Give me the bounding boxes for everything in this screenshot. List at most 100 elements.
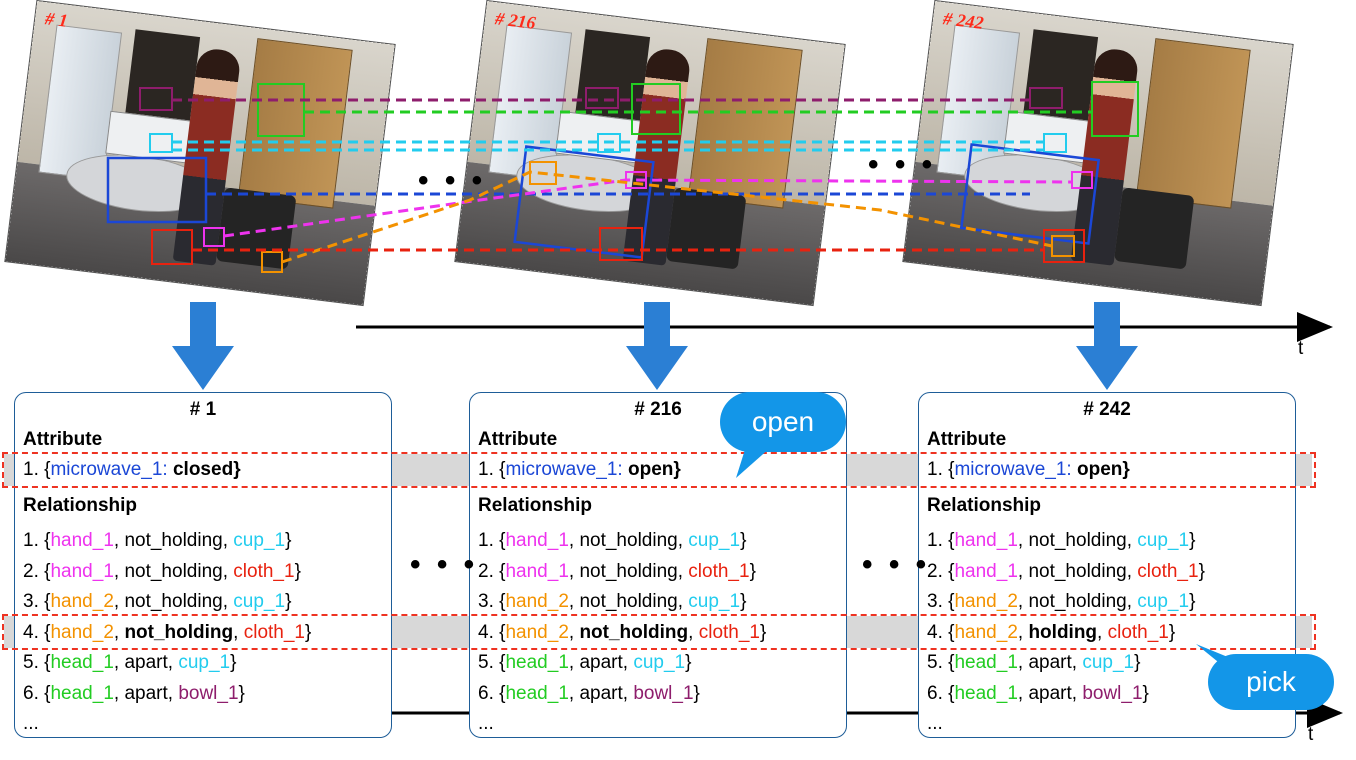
relation-index: 1. {: [478, 530, 506, 551]
relation-index: 1. {: [927, 530, 955, 551]
down-arrow: [1076, 302, 1138, 390]
relation-object: cup_1: [1082, 652, 1135, 674]
relation-row: 4. {hand_2, not_holding, cloth_1}: [23, 621, 312, 643]
relation-subject: hand_2: [50, 591, 114, 613]
panel-title: # 242: [1083, 399, 1131, 420]
relation-index: 3. {: [478, 591, 506, 613]
relation-predicate: apart: [579, 652, 623, 674]
relation-predicate: not_holding: [124, 560, 223, 582]
relation-subject: head_1: [50, 683, 114, 704]
attribute-change-box: [2, 452, 1316, 488]
relation-index: 3. {: [927, 591, 955, 613]
ellipsis-top: • • •: [868, 148, 937, 181]
relation-predicate: apart: [1028, 683, 1072, 704]
relation-predicate: apart: [1028, 652, 1072, 674]
relation-row: 1. {hand_1, not_holding, cup_1}: [23, 530, 292, 551]
relation-change-box: [2, 614, 1316, 650]
more-rows: ...: [927, 713, 943, 734]
relation-subject: head_1: [505, 652, 569, 674]
relation-object: cloth_1: [1107, 621, 1169, 643]
more-rows: ...: [478, 713, 494, 734]
cloth-box: [151, 229, 193, 265]
ellipsis-middle: • • •: [862, 548, 931, 581]
relation-subject: head_1: [505, 683, 569, 704]
relation-row: 6. {head_1, apart, bowl_1}: [478, 683, 700, 704]
more-rows: ...: [23, 713, 39, 734]
relation-row: 6. {head_1, apart, bowl_1}: [927, 683, 1149, 704]
relationship-header: Relationship: [478, 495, 593, 516]
relation-object: cloth_1: [688, 560, 750, 582]
relation-subject: hand_2: [954, 591, 1018, 613]
relation-predicate: not_holding: [1028, 591, 1127, 613]
relation-predicate: not_holding: [579, 621, 689, 643]
relation-predicate: not_holding: [124, 530, 223, 551]
relation-object: cup_1: [1137, 530, 1190, 551]
relation-predicate: holding: [1028, 621, 1098, 643]
attribute-header: Attribute: [927, 429, 1007, 450]
relation-object: cup_1: [233, 530, 286, 551]
relation-subject: head_1: [954, 683, 1018, 704]
relation-index: 2. {: [927, 560, 955, 582]
attribute-prefix: 1. {: [927, 459, 955, 480]
relation-object: cloth_1: [243, 621, 305, 643]
attribute-state: open: [1076, 459, 1123, 480]
relation-object: cloth_1: [1137, 560, 1199, 582]
relation-object: cloth_1: [233, 560, 295, 582]
relation-index: 4. {: [478, 621, 506, 643]
relation-row: 1. {hand_1, not_holding, cup_1}: [927, 530, 1196, 551]
relation-subject: hand_1: [50, 560, 114, 582]
relation-subject: hand_2: [954, 621, 1018, 643]
relation-object: cup_1: [1137, 591, 1190, 613]
relation-object: cup_1: [178, 652, 231, 674]
relation-predicate: not_holding: [579, 530, 678, 551]
attribute-header: Attribute: [478, 429, 558, 450]
relation-predicate: not_holding: [579, 560, 678, 582]
relation-subject: hand_1: [505, 530, 569, 551]
relation-index: 6. {: [927, 683, 955, 704]
hand1-box: [203, 227, 225, 247]
relation-object: cup_1: [688, 530, 741, 551]
relationship-header: Relationship: [23, 495, 138, 516]
ellipsis-top: • • •: [418, 164, 487, 197]
microwave-box: [106, 156, 208, 224]
relation-index: 1. {: [23, 530, 51, 551]
relation-row: 1. {hand_1, not_holding, cup_1}: [478, 530, 747, 551]
attribute-prefix: 1. {: [23, 459, 51, 480]
relation-row: 3. {hand_2, not_holding, cup_1}: [478, 591, 747, 613]
relation-row: 5. {head_1, apart, cup_1}: [927, 652, 1141, 674]
relation-predicate: not_holding: [1028, 530, 1127, 551]
relation-subject: head_1: [50, 652, 114, 674]
relation-row: 4. {hand_2, not_holding, cloth_1}: [478, 621, 767, 643]
relation-predicate: not_holding: [1028, 560, 1127, 582]
pick-callout: pick: [1208, 654, 1334, 710]
relation-object: bowl_1: [1082, 683, 1143, 704]
down-arrow: [172, 302, 234, 390]
attribute-object: microwave_1:: [954, 459, 1072, 480]
relation-subject: head_1: [954, 652, 1018, 674]
relation-predicate: apart: [124, 652, 168, 674]
relation-row: 4. {hand_2, holding, cloth_1}: [927, 621, 1176, 643]
attribute-state: open: [627, 459, 674, 480]
attribute-object: microwave_1:: [50, 459, 168, 480]
attribute-row: 1. {microwave_1: open}: [927, 459, 1130, 481]
attribute-prefix: 1. {: [478, 459, 506, 480]
panel-title: # 216: [634, 399, 682, 420]
relation-index: 6. {: [23, 683, 51, 704]
relation-object: cup_1: [688, 591, 741, 613]
relation-index: 5. {: [927, 652, 955, 674]
relation-index: 2. {: [478, 560, 506, 582]
relation-subject: hand_1: [954, 530, 1018, 551]
relation-predicate: not_holding: [579, 591, 678, 613]
relation-row: 3. {hand_2, not_holding, cup_1}: [23, 591, 292, 613]
relation-index: 5. {: [23, 652, 51, 674]
relation-subject: hand_2: [50, 621, 114, 643]
relationship-header: Relationship: [927, 495, 1042, 516]
relation-subject: hand_2: [505, 591, 569, 613]
attribute-state: closed: [172, 459, 234, 480]
relation-subject: hand_1: [954, 560, 1018, 582]
down-arrow: [626, 302, 688, 390]
relation-index: 3. {: [23, 591, 51, 613]
relation-index: 6. {: [478, 683, 506, 704]
